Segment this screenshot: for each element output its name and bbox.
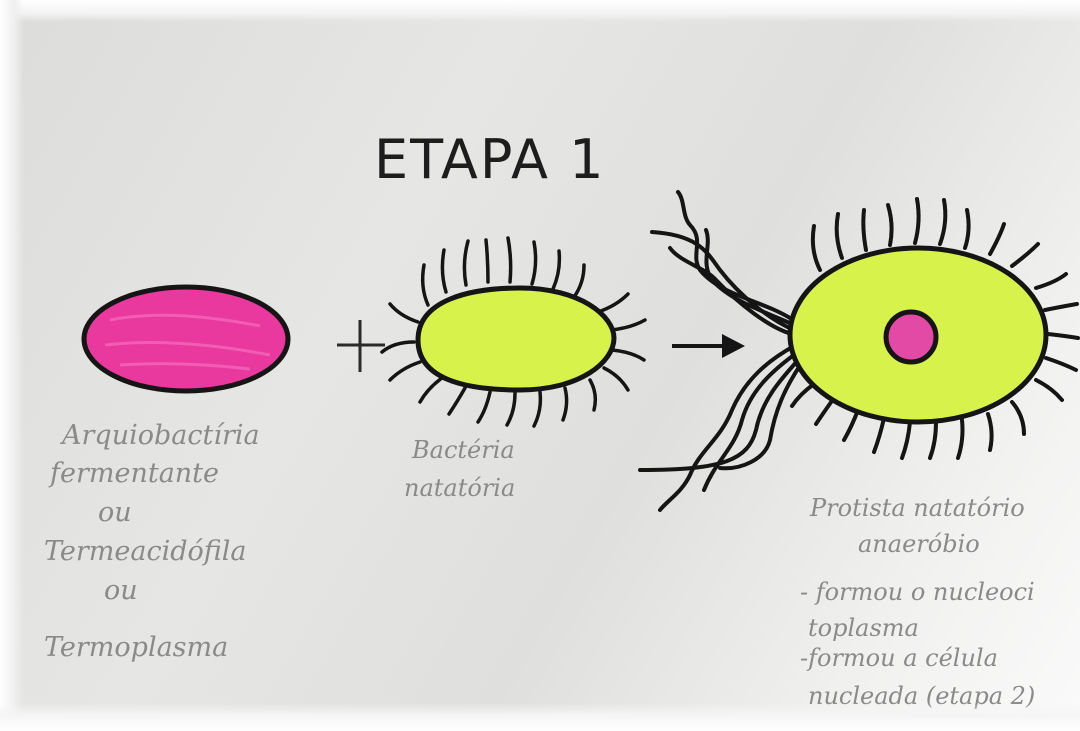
- label-line: Arquiobactíria: [62, 420, 260, 451]
- archaebacterium-cell: [81, 284, 291, 394]
- label-line: anaeróbio: [858, 530, 980, 558]
- label-line: natatória: [404, 474, 516, 502]
- arrow-right-icon: [672, 334, 745, 358]
- label-line: Protista natatório: [810, 494, 1025, 522]
- swimming-bacterium: [380, 236, 647, 428]
- paper-edge-bottom: [0, 703, 1080, 731]
- label-line: ou: [104, 575, 138, 606]
- label-line: -formou a célula: [800, 644, 998, 672]
- label-line: - formou o nucleoci: [800, 578, 1035, 606]
- label-line: ou: [98, 497, 132, 528]
- paper-edge-left: [0, 0, 24, 731]
- protist-nucleus: [883, 309, 939, 365]
- diagram-title: ETAPA 1: [374, 128, 606, 191]
- paper-edge-top: [0, 0, 1080, 22]
- plus-sign: [337, 320, 385, 372]
- label-line: fermentante: [50, 458, 220, 489]
- label-line: Termeacidófila: [44, 536, 247, 567]
- label-line: Bactéria: [412, 436, 515, 464]
- bacterium-body: [415, 285, 617, 393]
- label-line: Termoplasma: [44, 632, 229, 663]
- label-line: toplasma: [808, 614, 919, 642]
- swimming-protist: [638, 190, 1080, 512]
